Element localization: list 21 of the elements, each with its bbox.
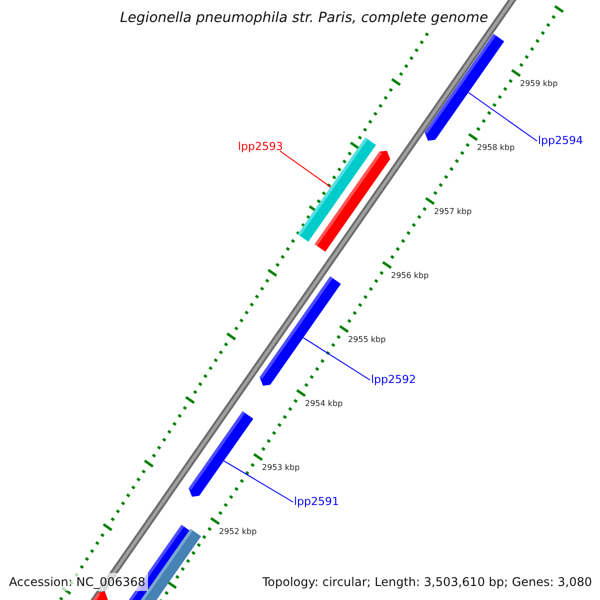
gene-bar [260,276,341,386]
scale-label: 2958 kbp [477,143,515,153]
genome-info-label: Topology: circular; Length: 3,503,610 bp; Genes: 3,080 [262,574,592,591]
gene-bars [298,138,390,252]
scale-label: 2957 kbp [434,207,472,217]
gene-label: lpp2594 [538,133,584,148]
gene-label: lpp2593 [238,139,284,154]
leader-line [468,92,538,142]
scale-label: 2956 kbp [391,271,429,281]
accession-label: Accession: NC_006368 [6,573,148,591]
gene-label: lpp2591 [294,494,340,509]
gene-bar [91,592,108,600]
scale-label: 2952 kbp [219,527,257,537]
scale-label: 2954 kbp [305,399,343,409]
leader-line [280,150,332,188]
leader-line [223,460,294,502]
gene-bar [424,34,504,141]
gene-label: lpp2592 [371,372,416,387]
leader-line [302,337,370,380]
title: Legionella pneumophila str. Paris, complete genome [120,9,488,28]
gene-bar [188,411,254,497]
